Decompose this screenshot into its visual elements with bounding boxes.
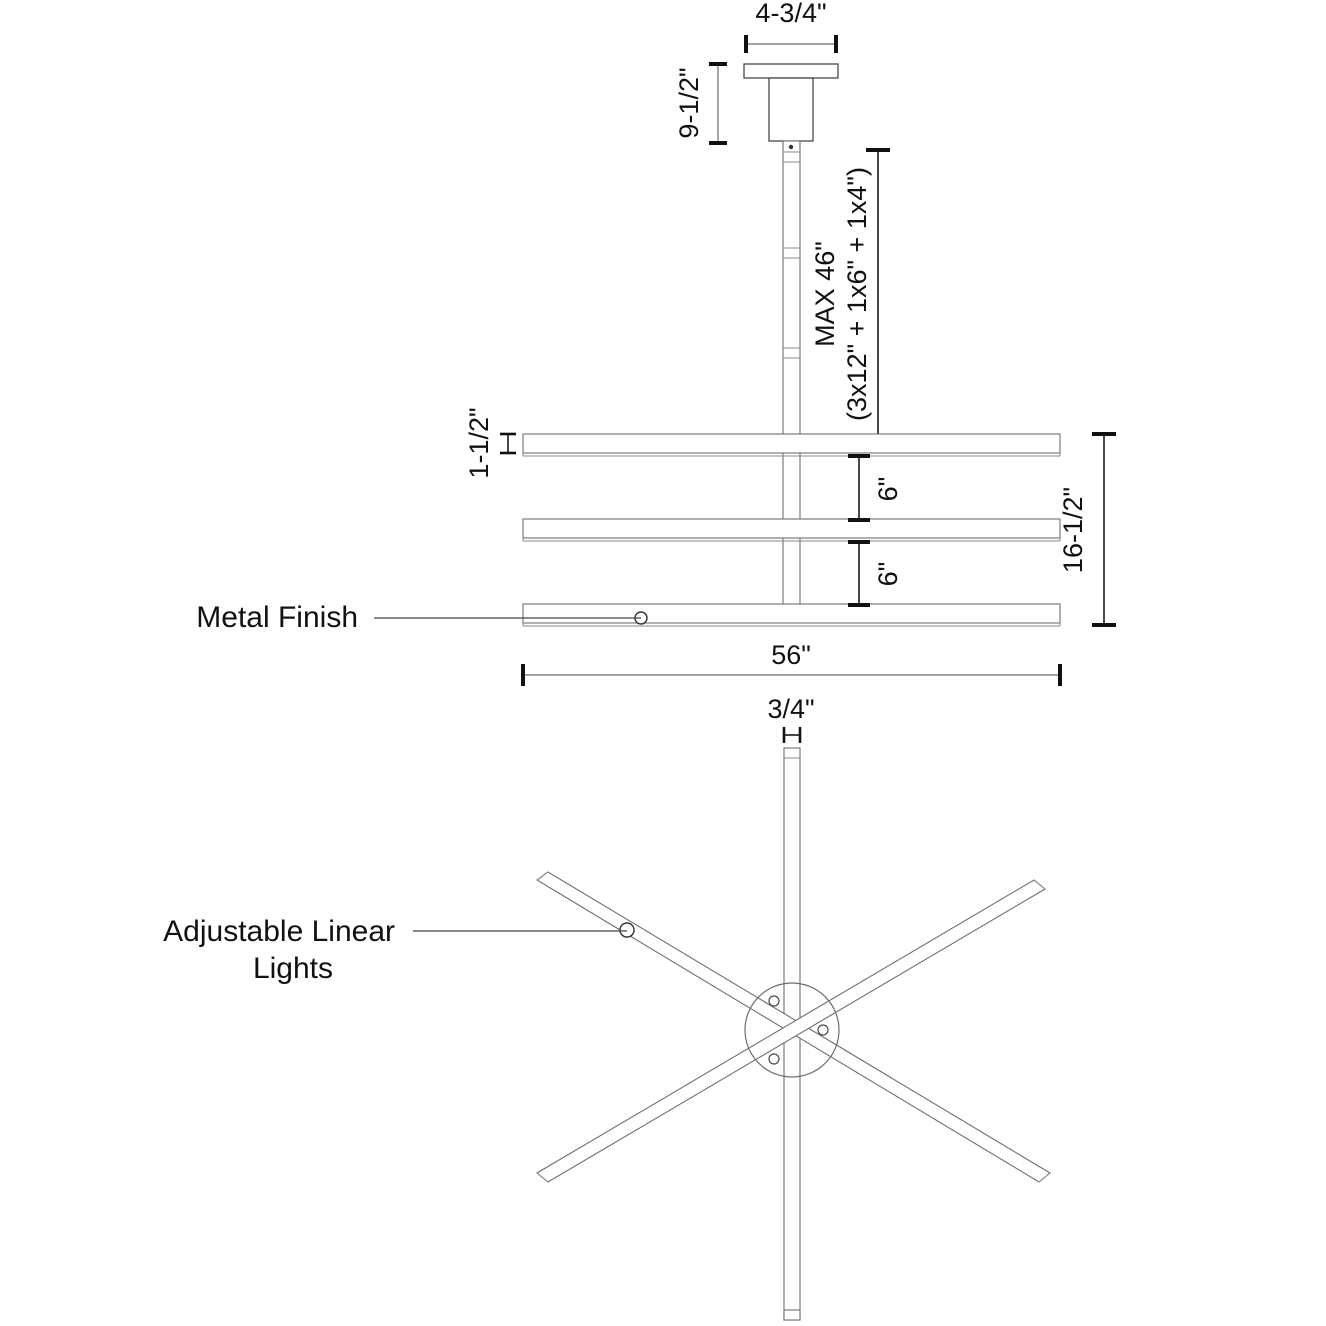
canopy-height-dimension: 9-1/2" [674,62,727,145]
bar-gap-lower-dimension: 6" [848,540,903,607]
canopy-width-label: 4-3/4" [755,0,826,28]
canopy-body [768,77,814,142]
light-bar-bottom [522,603,1061,627]
max-drop-dimension: MAX 46" (3x12" + 1x6" + 1x4") [810,148,890,439]
overall-width-dimension: 56" [521,640,1062,686]
adjustable-lights-label-line1: Adjustable Linear [163,915,395,948]
max-drop-label: MAX 46" [810,241,840,347]
adjustable-lights-label-line2: Lights [253,952,333,985]
bar-thickness-dimension: 1-1/2" [464,407,516,479]
bar-thickness-label: 1-1/2" [464,407,494,478]
elevation-view: 4-3/4" 9-1/2" MAX 46" [196,0,1116,686]
canopy-height-label: 9-1/2" [674,67,704,138]
mount-hole-icon [768,995,780,1007]
mount-hole-icon [817,1024,829,1036]
suspension-rod [782,140,801,444]
plan-view: 3/4" Adjustable [163,694,1051,1321]
bar-gap-upper-dimension: 6" [848,454,903,522]
bar-gap-lower-label: 6" [873,562,903,587]
adjust-knob-icon [619,922,635,938]
light-bar-top [522,433,1061,457]
drop-breakdown-label: (3x12" + 1x6" + 1x4") [842,167,872,421]
metal-finish-label: Metal Finish [196,601,358,634]
mount-hole-icon [768,1053,780,1065]
light-bar-middle [522,518,1061,542]
overall-height-dimension: 16-1/2" [1058,432,1116,627]
rod-width-dimension: 3/4" [767,694,815,743]
canopy-plate [743,63,839,79]
plan-bar-diagonal-b [536,879,1046,1183]
bar-gap-upper-label: 6" [873,477,903,502]
canopy-outline [744,982,840,1078]
overall-width-label: 56" [771,640,811,670]
adjustable-lights-callout: Adjustable Linear Lights [163,915,627,985]
plan-canopy [744,982,840,1078]
rod-width-label: 3/4" [767,694,814,724]
canopy-width-dimension: 4-3/4" [744,0,838,53]
metal-finish-callout: Metal Finish [196,601,641,634]
overall-height-label: 16-1/2" [1058,487,1088,573]
